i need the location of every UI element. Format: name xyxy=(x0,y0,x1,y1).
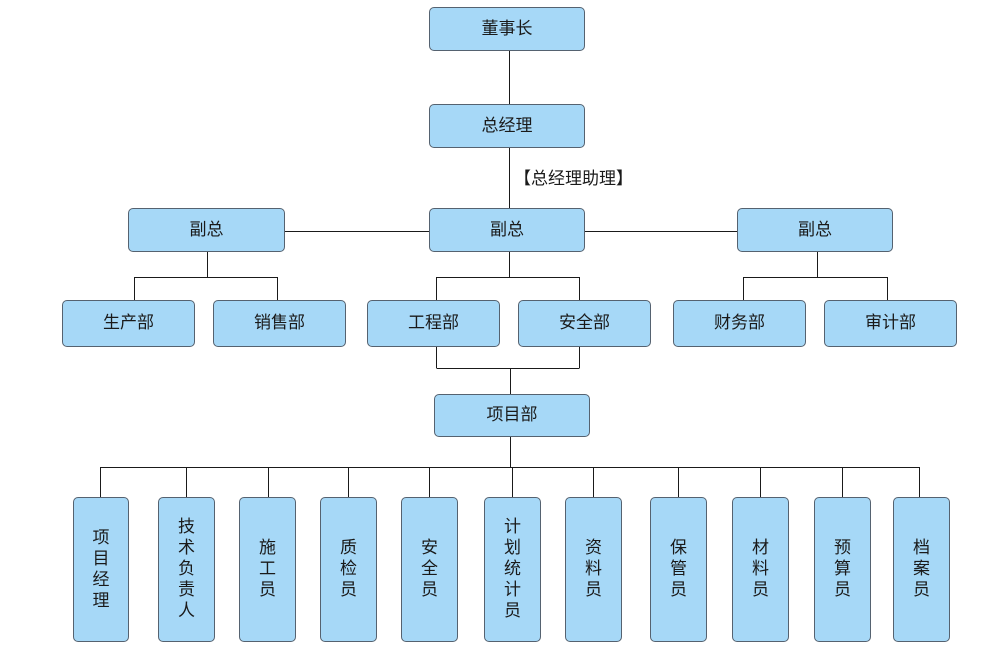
role-label-char: 员 xyxy=(670,580,687,600)
role-label-char: 检 xyxy=(340,559,357,579)
role-label-char: 员 xyxy=(752,580,769,600)
role-label-char: 目 xyxy=(92,548,110,569)
audit-dept-node: 审计部 xyxy=(824,300,957,347)
role-label-char: 员 xyxy=(504,601,521,621)
role-label-char: 经 xyxy=(92,569,110,590)
vp-center-label: 副总 xyxy=(490,219,524,240)
audit-dept-label: 审计部 xyxy=(865,313,916,333)
role-label-char: 统 xyxy=(504,559,521,579)
role-label: 技术负责人 xyxy=(178,517,195,622)
vp-right-label: 副总 xyxy=(798,219,832,240)
role-label-char: 档 xyxy=(913,538,930,558)
role-node: 安全员 xyxy=(401,497,458,642)
role-label-char: 负 xyxy=(178,559,195,579)
role-node: 保管员 xyxy=(650,497,707,642)
vp-left-label: 副总 xyxy=(189,219,224,240)
role-label: 计划统计员 xyxy=(504,517,521,622)
role-label-char: 施 xyxy=(259,538,276,558)
role-node: 技术负责人 xyxy=(158,497,215,642)
role-node: 材料员 xyxy=(732,497,789,642)
role-node: 质检员 xyxy=(320,497,377,642)
role-label-char: 计 xyxy=(504,517,521,537)
role-node: 预算员 xyxy=(814,497,871,642)
role-label-char: 员 xyxy=(585,580,602,600)
safety-dept-label: 安全部 xyxy=(559,313,610,333)
role-label: 资料员 xyxy=(585,538,602,601)
role-label-char: 料 xyxy=(752,559,769,579)
role-label-char: 案 xyxy=(913,559,930,579)
role-label-char: 责 xyxy=(178,580,195,600)
role-node: 施工员 xyxy=(239,497,296,642)
sales-dept-label: 销售部 xyxy=(254,313,305,333)
role-label: 材料员 xyxy=(752,538,769,601)
finance-dept-label: 财务部 xyxy=(714,313,765,333)
role-label-char: 全 xyxy=(421,559,438,579)
role-label-char: 员 xyxy=(421,580,438,600)
general-manager-node: 总经理 xyxy=(429,104,585,148)
role-label-char: 管 xyxy=(670,559,687,579)
role-node: 计划统计员 xyxy=(484,497,541,642)
vp-center-node: 副总 xyxy=(429,208,585,252)
role-label-char: 工 xyxy=(259,559,276,579)
vp-right-node: 副总 xyxy=(737,208,893,252)
role-label-char: 资 xyxy=(585,538,602,558)
role-label: 安全员 xyxy=(421,538,438,601)
role-label-char: 员 xyxy=(913,580,930,600)
role-label-char: 人 xyxy=(178,601,195,621)
project-dept-label: 项目部 xyxy=(486,405,538,425)
role-label-char: 员 xyxy=(259,580,276,600)
role-label-char: 员 xyxy=(834,580,851,600)
chairman-node: 董事长 xyxy=(429,7,585,51)
chairman-label: 董事长 xyxy=(481,18,533,39)
role-label-char: 安 xyxy=(421,538,438,558)
engineering-dept-node: 工程部 xyxy=(367,300,500,347)
role-label-char: 员 xyxy=(340,580,357,600)
role-label-char: 技 xyxy=(178,517,195,537)
role-label: 保管员 xyxy=(670,538,687,601)
role-node: 资料员 xyxy=(565,497,622,642)
role-label-char: 料 xyxy=(585,559,602,579)
role-label-char: 保 xyxy=(670,538,687,558)
role-label: 档案员 xyxy=(913,538,930,601)
production-dept-node: 生产部 xyxy=(62,300,195,347)
role-label-char: 术 xyxy=(178,538,195,558)
finance-dept-node: 财务部 xyxy=(673,300,806,347)
role-label-char: 预 xyxy=(834,538,851,558)
production-dept-label: 生产部 xyxy=(103,313,154,333)
role-label-char: 材 xyxy=(752,538,769,558)
sales-dept-node: 销售部 xyxy=(213,300,346,347)
role-node: 档案员 xyxy=(893,497,950,642)
role-label: 施工员 xyxy=(259,538,276,601)
role-label-char: 项 xyxy=(92,527,110,548)
role-label-char: 质 xyxy=(340,538,357,558)
project-dept-node: 项目部 xyxy=(434,394,590,437)
role-label-char: 计 xyxy=(504,580,521,600)
vp-left-node: 副总 xyxy=(128,208,285,252)
engineering-dept-label: 工程部 xyxy=(408,313,459,333)
safety-dept-node: 安全部 xyxy=(518,300,651,347)
role-label: 质检员 xyxy=(340,538,357,601)
role-node: 项目经理 xyxy=(73,497,129,642)
role-label-char: 算 xyxy=(834,559,851,579)
role-label-char: 理 xyxy=(92,590,110,611)
role-label: 预算员 xyxy=(834,538,851,601)
role-label: 项目经理 xyxy=(93,528,110,612)
general-manager-label: 总经理 xyxy=(481,115,533,136)
gm-assistant-note: 【总经理助理】 xyxy=(514,169,633,189)
role-label-char: 划 xyxy=(504,538,521,558)
